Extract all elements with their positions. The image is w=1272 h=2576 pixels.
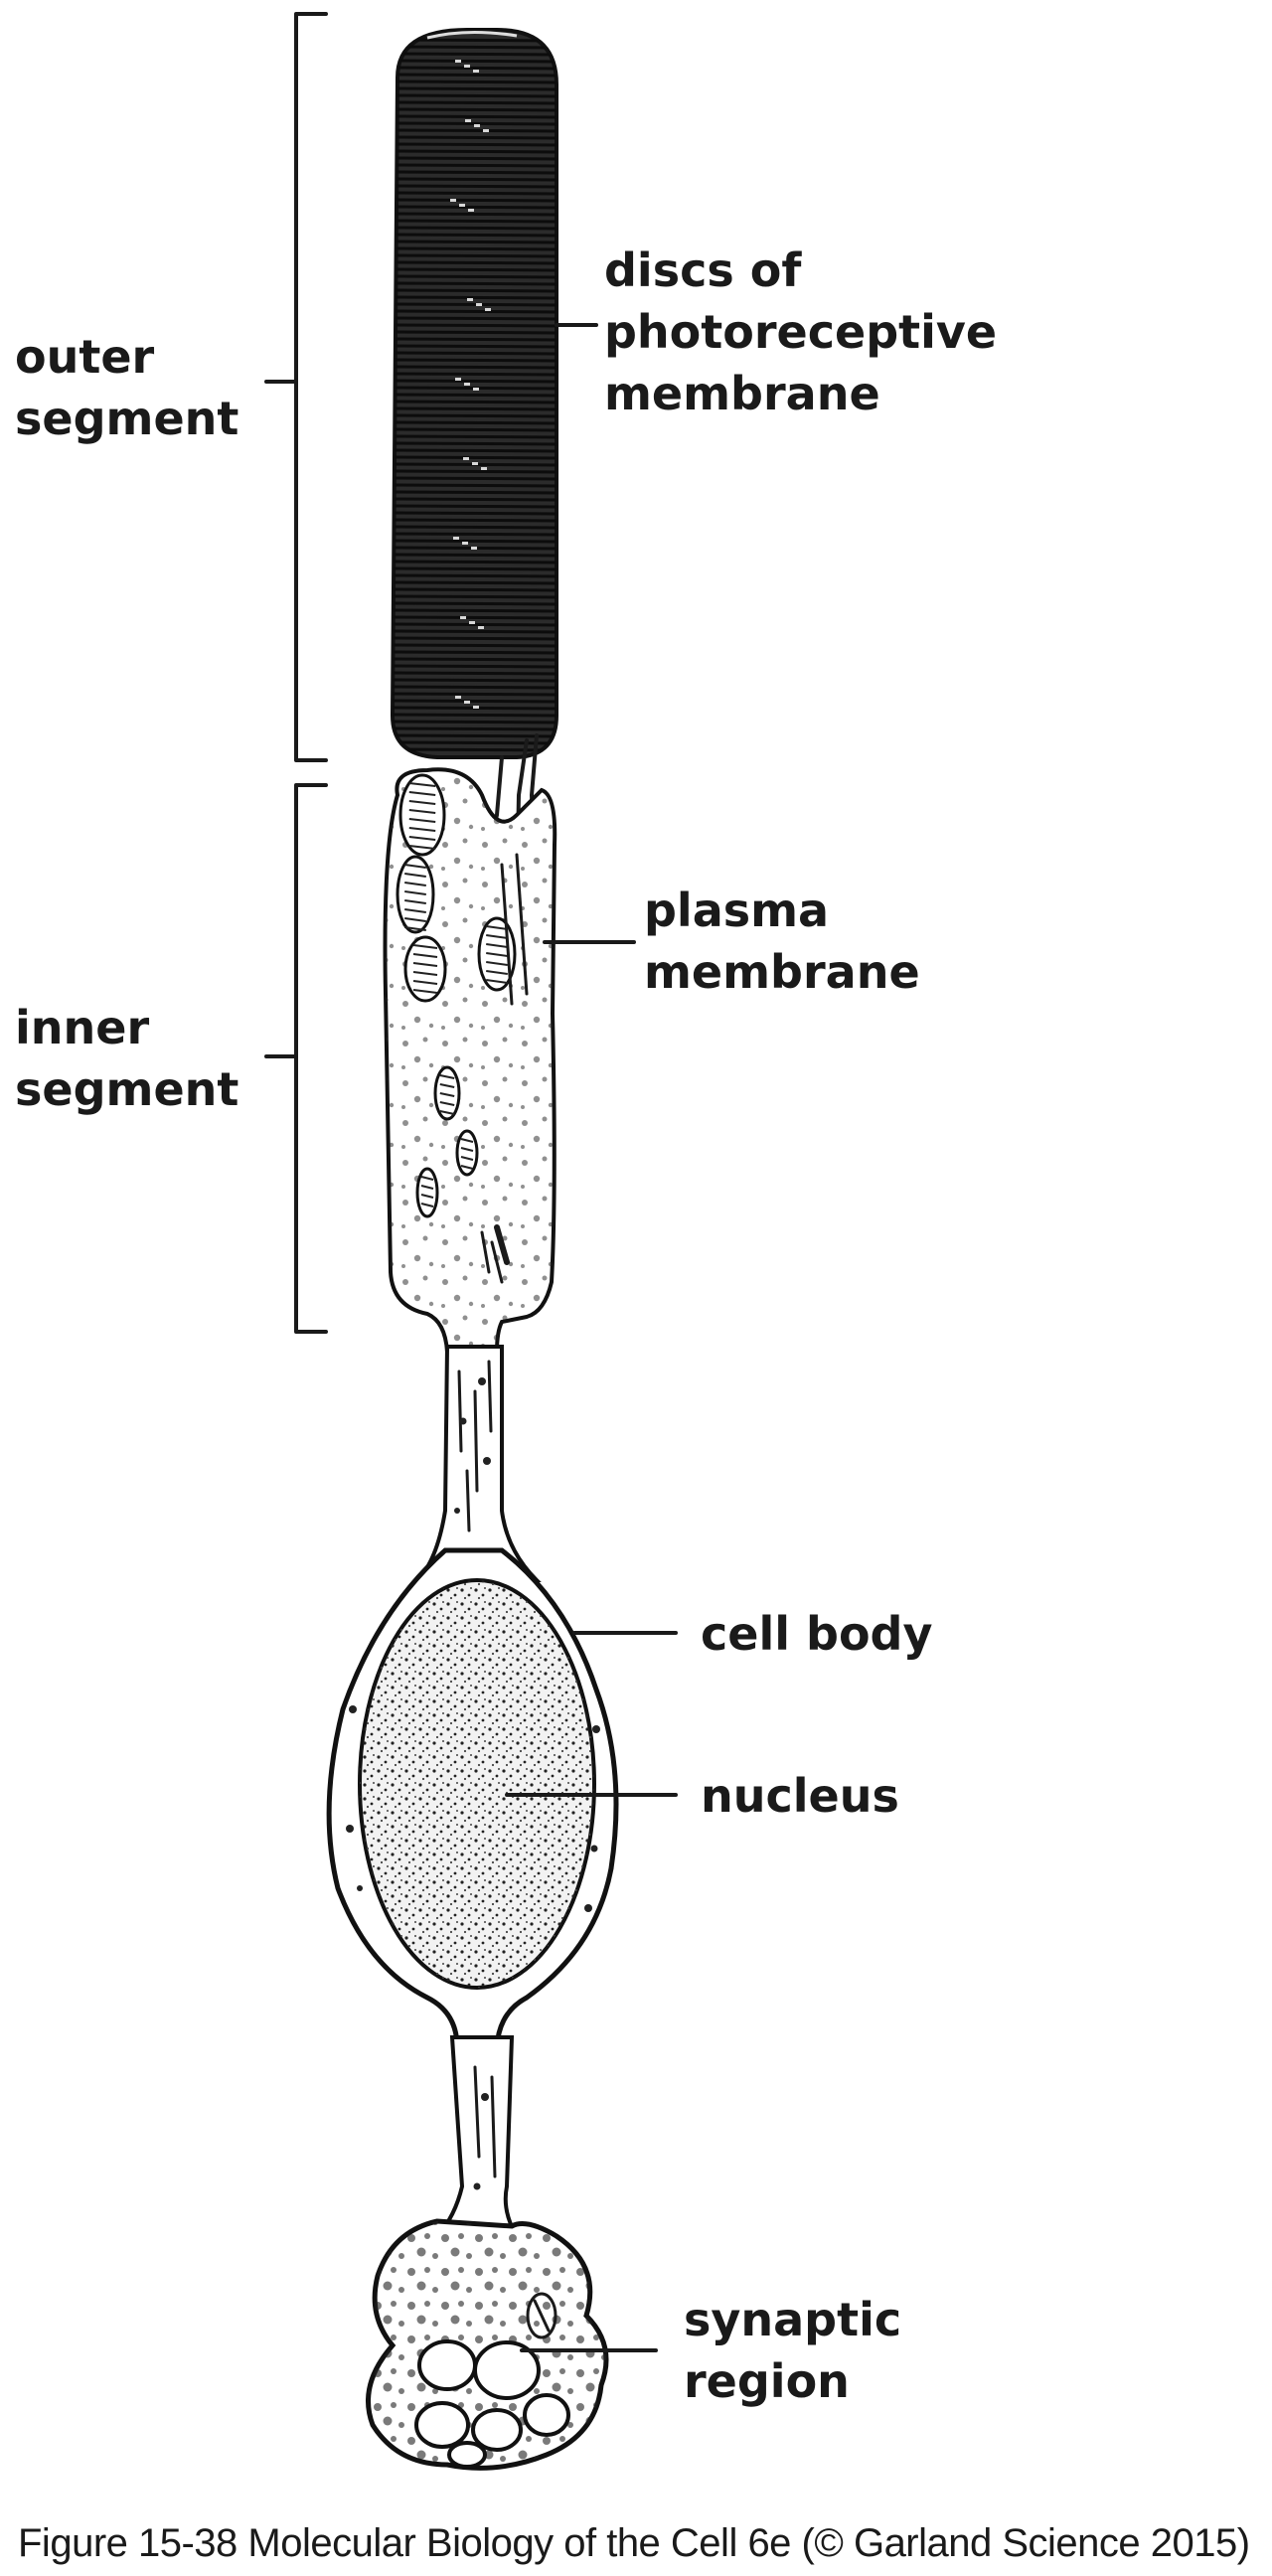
plasma-membrane-label: plasma membrane — [644, 884, 920, 999]
nucleus — [360, 1580, 594, 1988]
synaptic-region-label: synaptic region — [684, 2293, 917, 2408]
nucleus-label: nucleus — [701, 1769, 899, 1823]
inner-segment — [386, 769, 556, 1352]
synaptic-terminal — [369, 2221, 607, 2468]
outer-segment-bracket — [266, 14, 326, 760]
figure-caption: Figure 15-38 Molecular Biology of the Ce… — [18, 2521, 1250, 2565]
inner-segment-bracket — [266, 785, 326, 1332]
cell-body — [329, 1550, 616, 2047]
cell-stalk-upper — [417, 1347, 537, 1580]
discs-label: discs of photoreceptive membrane — [604, 243, 1013, 420]
cell-stalk-lower — [437, 2037, 517, 2236]
outer-segment-label: outer segment — [15, 330, 238, 445]
inner-segment-label: inner segment — [15, 1001, 238, 1116]
outer-segment — [390, 30, 561, 757]
cell-body-label: cell body — [701, 1607, 932, 1661]
